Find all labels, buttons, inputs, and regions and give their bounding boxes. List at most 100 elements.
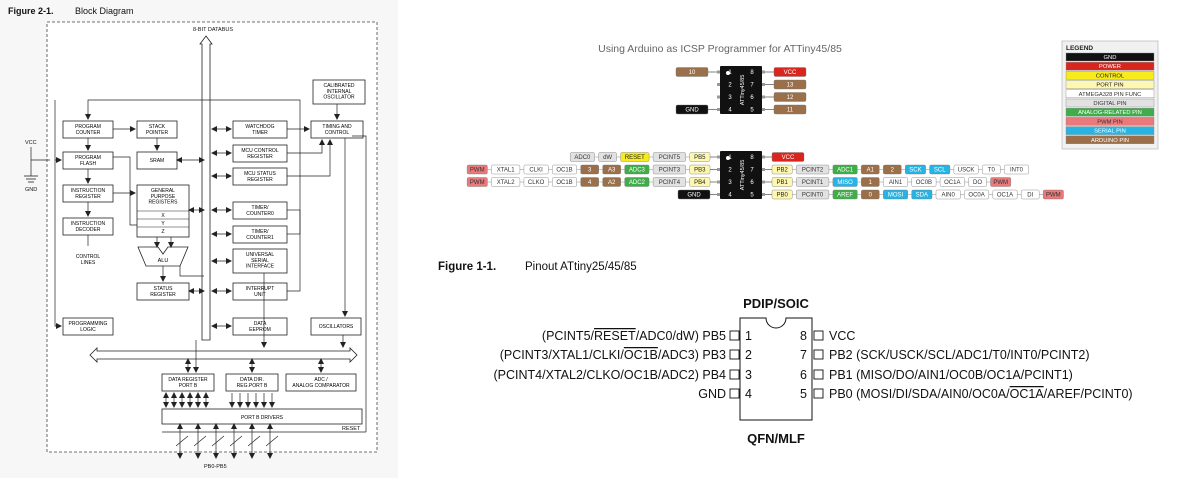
bottom-chip-tag: INT0 — [1004, 164, 1029, 175]
bottom-chip-tag: dW — [598, 152, 617, 162]
bottom-chip-tag: PCINT5 — [652, 152, 686, 162]
legend-item: ANALOG-RELATED PIN — [1065, 107, 1155, 117]
bottom-chip-tag: RESET — [620, 152, 650, 162]
pinout-pins: 1(PCINT5/RESET/ADC0/dW) PB52(PCINT3/XTAL… — [494, 329, 1133, 401]
bottom-chip-tag-label: T0 — [988, 168, 996, 174]
bottom-chip-tag-label: USCK — [958, 168, 975, 174]
top-chip-tag-right-6-label: 12 — [787, 95, 794, 101]
legend-item: PORT PIN — [1065, 80, 1155, 89]
bottom-chip-tag: A2 — [602, 177, 621, 187]
bottom-chip-tag-label: ADC1 — [837, 168, 854, 174]
bottom-chip-pin-number: 6 — [750, 180, 754, 186]
bottom-chip-tag-label: 1 — [869, 180, 873, 186]
pinout-right-pin-7: 7 PB2 (SCK/USCK/SCL/ADC1/T0/INT0/PCINT2) — [800, 348, 1089, 362]
pin-arrows — [175, 423, 279, 459]
bottom-chip-tag-label: MOSI — [888, 193, 904, 199]
top-chip-pin-number: 2 — [728, 83, 732, 89]
legend-item-label: GND — [1104, 55, 1117, 61]
legend-item: CONTROL — [1065, 71, 1155, 80]
isp-bottom-chip: ATTiny45/851PB5PCINT5RESETdWADC02PB3PCIN… — [466, 151, 1064, 200]
bottom-chip-tag-label: OC1A — [944, 180, 960, 186]
bottom-chip-tag: 4 — [580, 177, 599, 187]
legend-item-label: ARDUINO PIN — [1091, 138, 1129, 144]
bottom-chip-tag-label: GND — [687, 193, 701, 199]
pin-number: 4 — [745, 387, 752, 401]
gnd-label: GND — [25, 187, 37, 193]
pinout-left-pin-2: 2(PCINT3/XTAL1/CLKI/OC1B/ADC3) PB3 — [500, 348, 752, 362]
chip-pin1-marker — [726, 71, 730, 75]
data-dir-register-block: DATA DIR.REG.PORT B — [225, 373, 279, 392]
bottom-chip-tag-label: INT0 — [1010, 168, 1024, 174]
chip-label: ATTiny45/85 — [740, 75, 746, 106]
top-chip-pin-number: 3 — [728, 95, 732, 101]
dip-package-outline — [739, 317, 813, 421]
pinout-left-pin-3: 3(PCINT4/XTAL2/CLKO/OC1B/ADC2) PB4 — [494, 368, 752, 382]
pin-pad — [729, 349, 740, 360]
alu-label: ALU — [158, 258, 169, 264]
bottom-chip-tag-label: OC1A — [997, 193, 1013, 199]
bottom-chip-tag-label: OC1B — [556, 180, 572, 186]
pin-function-label: PB0 (MOSI/DI/SDA/AIN0/OC0A/OC1A/AREF/PCI… — [829, 387, 1133, 401]
pin-function-label: PB2 (SCK/USCK/SCL/ADC1/T0/INT0/PCINT2) — [829, 348, 1089, 362]
bottom-chip-tag: PCINT3 — [652, 164, 686, 175]
pinout-figure-title: Pinout ATtiny25/45/85 — [525, 261, 637, 273]
bottom-chip-tag-label: PB1 — [776, 180, 788, 186]
pin-pad — [813, 349, 824, 360]
data-dir-register-label: DATA DIR.REG.PORT B — [237, 377, 268, 389]
bottom-chip-tag: PCINT0 — [796, 189, 830, 200]
legend-item: PWM PIN — [1065, 117, 1155, 126]
top-chip-tag-right-7-label: 13 — [787, 83, 794, 89]
bottom-chip-tag: ADC2 — [624, 177, 650, 187]
pin-pad — [729, 388, 740, 399]
bottom-chip-tag-label: A2 — [608, 180, 616, 186]
pin-function-label: (PCINT3/XTAL1/CLKI/OC1B/ADC3) PB3 — [500, 348, 726, 362]
pin-number: 3 — [745, 368, 752, 382]
top-chip-pin-number: 5 — [750, 108, 754, 114]
oscillators-label: OSCILLATORS — [319, 324, 354, 330]
bottom-chip-tag: PB4 — [689, 177, 711, 187]
bottom-chip-tag: DI — [1021, 189, 1040, 200]
isp-diagram: Using Arduino as ICSP Programmer for ATT… — [466, 40, 1159, 200]
top-chip-tag-left-4: GND — [675, 104, 709, 115]
chip-body — [720, 66, 762, 114]
bottom-chip-tag: SCL — [929, 164, 951, 175]
bottom-chip-tag-label: PB4 — [694, 180, 706, 186]
port-arrows — [163, 392, 275, 408]
bottom-chip-tag-label: AIN0 — [942, 193, 956, 199]
chip-label: ATTiny45/85 — [740, 160, 746, 191]
block-diagram: Figure 2-1. Block Diagram 8-BIT DATABUS … — [0, 0, 398, 478]
top-chip-tag-right-6: 12 — [773, 92, 807, 102]
bottom-chip-tag: 0 — [861, 189, 880, 200]
bottom-chip-tag: OC1A — [939, 177, 965, 187]
bottom-chip-tag: PB3 — [689, 164, 711, 175]
bottom-chip-tag-label: 4 — [588, 180, 592, 186]
top-chip-pin-number: 7 — [750, 83, 754, 89]
bottom-chip-tag: PB1 — [771, 177, 793, 187]
pin-pad — [729, 330, 740, 341]
timer1-block: TIMER/COUNTER1 — [232, 225, 288, 244]
adc-comparator-label: ADC /ANALOG COMPARATOR — [292, 377, 350, 389]
legend-item-label: ANALOG-RELATED PIN — [1078, 110, 1142, 116]
bottom-chip-tag: PCINT4 — [652, 177, 686, 187]
pin-number: 7 — [800, 348, 807, 362]
timer0-label: TIMER/COUNTER0 — [246, 205, 274, 217]
top-chip-tag-right-5-label: 11 — [787, 108, 794, 114]
pin-function-label: VCC — [829, 329, 855, 343]
databus-label: 8-BIT DATABUS — [193, 27, 233, 33]
block-diagram-figure-title: Block Diagram — [75, 6, 134, 16]
internal-bus — [89, 347, 358, 363]
oscillators-block: OSCILLATORS — [310, 317, 362, 336]
